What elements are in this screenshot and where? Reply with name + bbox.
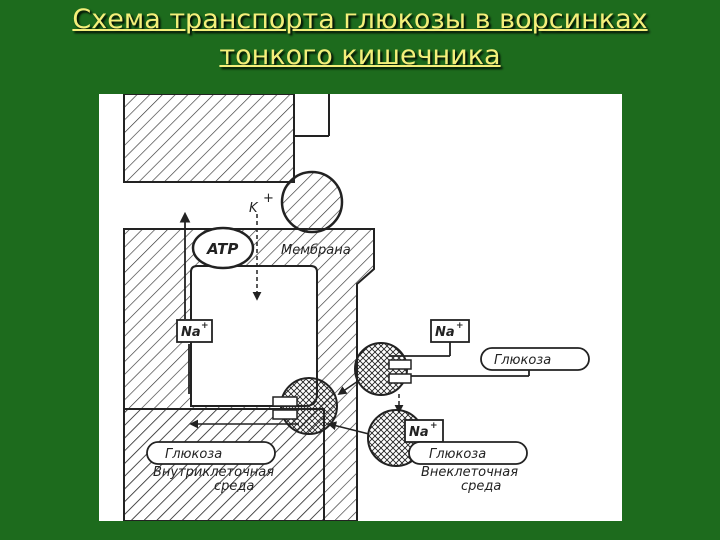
potassium-label: K — [249, 201, 259, 216]
potassium-charge: + — [263, 191, 274, 206]
atp-pump — [191, 226, 255, 270]
atp-label: ATP — [206, 240, 238, 258]
extracellular-label-line2: среда — [461, 479, 501, 494]
glucose-transport-diagram: K + ATP Мембрана Na + Na + Глюкоза — [99, 94, 622, 521]
slide-title-line1: Схема транспорта глюкозы в ворсинках — [72, 4, 648, 35]
sodium-inside-label: Na — [181, 325, 201, 340]
glucose-inside-box — [146, 441, 276, 465]
slide-title: Схема транспорта глюкозы в ворсинках тон… — [0, 2, 720, 74]
intracellular-label-line2: среда — [214, 479, 254, 494]
upper-cell — [123, 94, 295, 183]
potassium-channel — [280, 170, 344, 234]
sodium-outside-label: Na — [435, 325, 455, 340]
glucose-outside-bottom-box — [408, 441, 528, 465]
sodium-inside-charge: + — [201, 321, 209, 331]
slide-title-line2: тонкого кишечника — [219, 40, 501, 71]
sodium-inside-box — [176, 319, 213, 343]
extracellular-label-line1: Внеклеточная — [421, 465, 518, 480]
glucose-outside-top-label: Глюкоза — [494, 353, 551, 368]
glucose-outside-top-box — [480, 347, 590, 371]
membrane-label: Мембрана — [281, 243, 351, 258]
glucose-outside-bottom-label: Глюкоза — [429, 447, 486, 462]
sodium-outside-charge: + — [456, 321, 464, 331]
sodium-bottom-charge: + — [430, 421, 438, 431]
intracellular-label-line1: Внутриклеточная — [153, 465, 274, 480]
glucose-inside-label: Глюкоза — [165, 447, 222, 462]
sodium-bottom-label: Na — [409, 425, 429, 440]
diagram-canvas: K + ATP Мембрана Na + Na + Глюкоза — [123, 94, 590, 521]
